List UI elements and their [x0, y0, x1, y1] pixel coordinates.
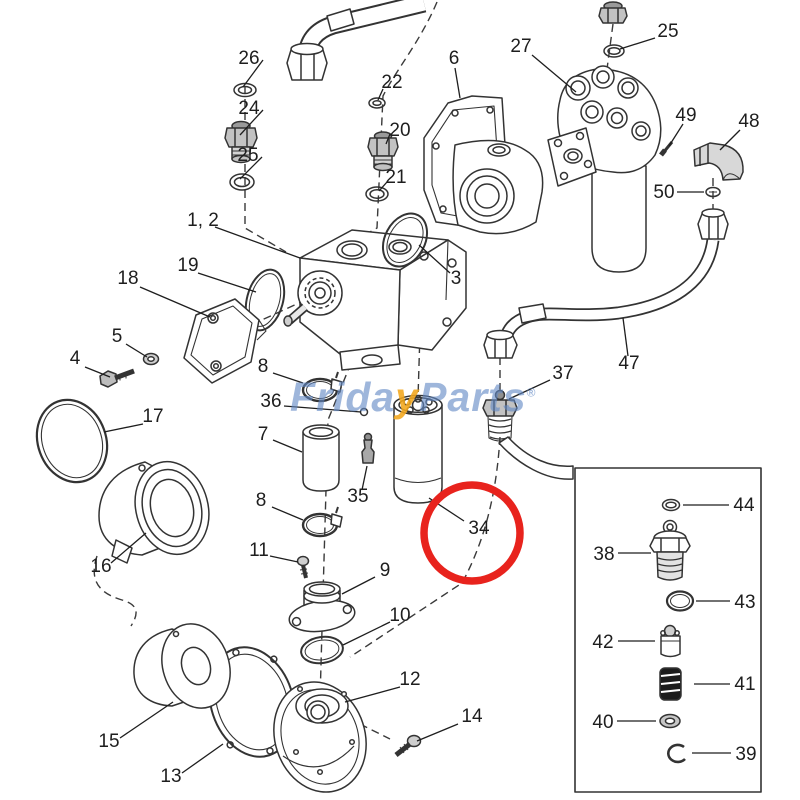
part-valve-38 [649, 519, 691, 581]
part-fitting-top-right [598, 1, 628, 24]
part-clamp-8-upper [301, 371, 343, 403]
callout-7: 7 [258, 424, 269, 445]
callout-35: 35 [347, 486, 368, 507]
part-filterhead-27 [547, 65, 662, 273]
part-fitting-35 [361, 432, 375, 464]
callout-21: 21 [385, 167, 406, 188]
callout-18: 18 [117, 268, 138, 289]
part-snapring-39 [667, 743, 686, 764]
callout-labels: 26 24 25 22 20 21 6 27 25 49 48 50 1, 2 … [70, 21, 760, 787]
callout-14: 14 [461, 706, 483, 727]
part-ring-50 [705, 186, 721, 198]
part-cover-18 [183, 298, 267, 384]
callout-20: 20 [389, 120, 410, 141]
part-spring-41 [659, 667, 682, 701]
part-elbow-48 [693, 142, 744, 181]
callout-22: 22 [381, 72, 402, 93]
callout-12: 12 [399, 669, 420, 690]
callout-39: 39 [735, 744, 756, 765]
part-housing-16 [98, 460, 210, 564]
part-strainer-15 [133, 623, 231, 709]
callout-8b: 8 [256, 490, 267, 511]
part-pin-36 [359, 407, 369, 417]
callout-13: 13 [160, 766, 181, 787]
callout-1-2: 1, 2 [187, 210, 219, 231]
callout-16: 16 [90, 556, 111, 577]
callout-26: 26 [238, 48, 259, 69]
part-plunger-42 [660, 624, 681, 658]
callout-40: 40 [592, 712, 613, 733]
callout-6: 6 [449, 48, 460, 69]
callout-49: 49 [675, 105, 696, 126]
callout-17: 17 [142, 406, 163, 427]
callout-11: 11 [249, 540, 269, 561]
callout-47: 47 [618, 353, 639, 374]
callout-8a: 8 [258, 356, 269, 377]
part-oring-44 [661, 498, 681, 512]
part-cover-6 [423, 95, 544, 235]
part-fitting-37 [482, 389, 518, 442]
callout-48: 48 [738, 111, 759, 132]
part-bolt-4 [99, 368, 135, 388]
part-oring-10 [300, 635, 344, 665]
part-ring-22 [368, 97, 386, 109]
callout-25b: 25 [657, 21, 678, 42]
part-pump-1-2 [283, 229, 467, 371]
part-oring-17 [35, 398, 109, 484]
part-screw-11 [296, 555, 310, 579]
callout-43: 43 [734, 592, 755, 613]
inset-pointer-swoosh [498, 436, 574, 480]
callout-24: 24 [238, 98, 260, 119]
callout-27: 27 [510, 36, 531, 57]
callout-15: 15 [98, 731, 119, 752]
part-fitting-20 [367, 131, 399, 172]
part-washer-40 [659, 713, 681, 729]
part-fitting-24 [224, 120, 258, 164]
callout-34: 34 [468, 518, 490, 539]
part-hose-elbow-top [286, 0, 427, 81]
part-oring-3 [381, 212, 429, 268]
callout-50: 50 [653, 182, 674, 203]
callout-19: 19 [177, 255, 198, 276]
callout-44: 44 [733, 495, 755, 516]
leader-lines [84, 37, 741, 774]
part-nut-5 [142, 352, 160, 366]
callout-42: 42 [592, 632, 613, 653]
part-hose-47 [483, 208, 729, 359]
callout-41: 41 [734, 674, 755, 695]
part-filter-34 [393, 394, 443, 504]
part-oring-21 [365, 186, 389, 202]
part-oring-43 [665, 590, 695, 612]
callout-37: 37 [552, 363, 573, 384]
part-adapter-12 [273, 681, 367, 793]
callout-3: 3 [451, 268, 462, 289]
part-tube-7 [302, 424, 340, 492]
part-clamp-8-lower [301, 506, 343, 538]
callout-5: 5 [112, 326, 123, 347]
callout-9: 9 [380, 560, 391, 581]
highlight-circle-34 [420, 481, 524, 585]
callout-10: 10 [389, 605, 410, 626]
part-screw-14 [394, 734, 422, 757]
callout-4: 4 [70, 348, 81, 369]
callout-38: 38 [593, 544, 614, 565]
callout-25: 25 [237, 145, 258, 166]
inset-panel [574, 467, 762, 793]
callout-36: 36 [260, 391, 281, 412]
part-oring-25b [603, 44, 625, 58]
part-flange-9 [288, 581, 356, 633]
